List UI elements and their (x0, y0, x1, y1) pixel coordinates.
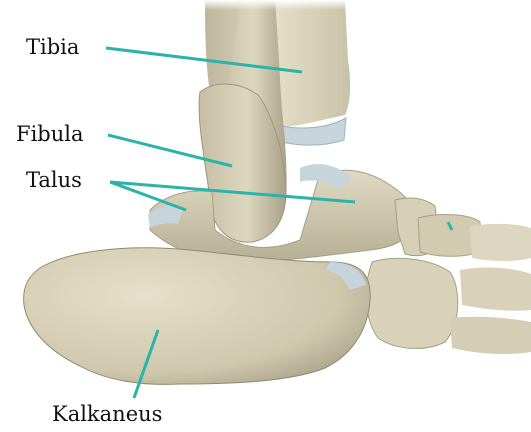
calcaneus-bone (24, 248, 371, 385)
calcaneus-label: Kalkaneus (52, 404, 162, 425)
fibula-label: Fibula (16, 124, 84, 145)
metatarsal-bone-3 (450, 317, 531, 354)
cuboid-bone (366, 258, 458, 348)
tibia-label: Tibia (26, 37, 79, 58)
metatarsal-bone-2 (460, 267, 531, 310)
top-fade (0, 0, 531, 10)
metatarsal-bone-1 (470, 224, 531, 261)
talus-label: Talus (26, 170, 82, 191)
